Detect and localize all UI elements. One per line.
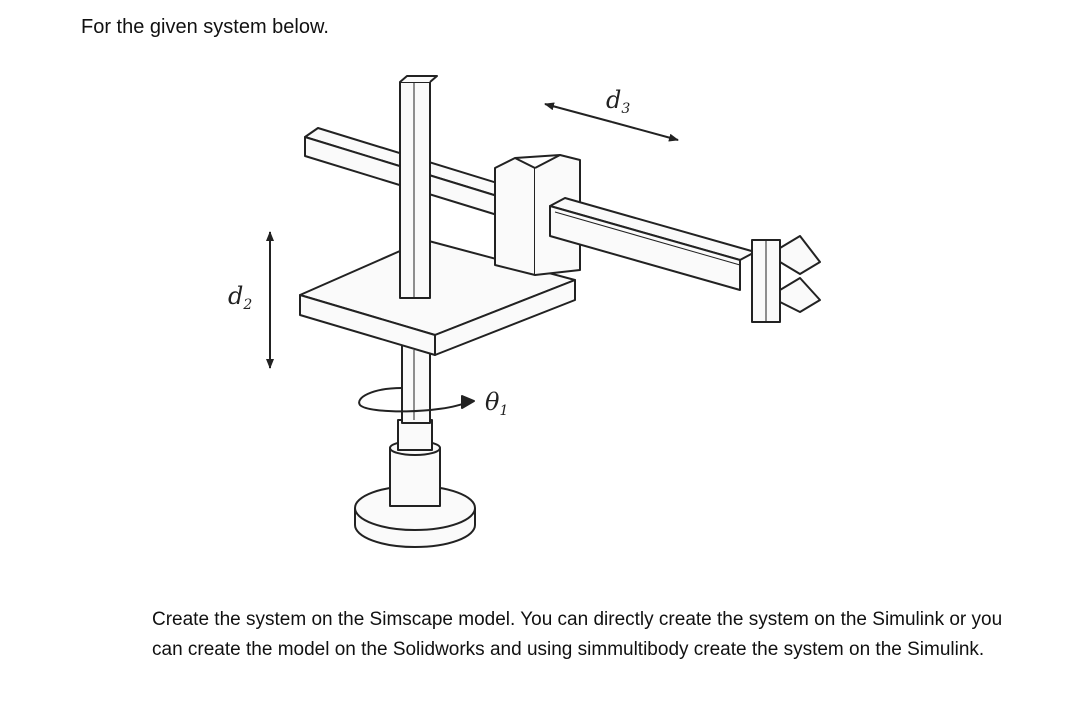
d3-arrow (544, 102, 613, 123)
label-d3: d3 (606, 86, 630, 117)
robot-arm-figure: d3 d2 θ1 (200, 70, 880, 570)
extending-arm (549, 197, 756, 291)
gripper (751, 235, 821, 323)
label-theta1: θ1 (485, 388, 508, 419)
carriage-block (494, 154, 581, 276)
label-d2: d2 (228, 282, 252, 313)
base-pedestal (354, 344, 476, 548)
task-text: Create the system on the Simscape model.… (152, 609, 1003, 660)
d3-arrow-end (611, 121, 679, 142)
rotation-arrow (358, 387, 475, 413)
vertical-column (399, 75, 438, 299)
robot-arm-drawing: d3 d2 θ1 (228, 75, 821, 548)
intro-text: For the given system below. (81, 16, 329, 38)
